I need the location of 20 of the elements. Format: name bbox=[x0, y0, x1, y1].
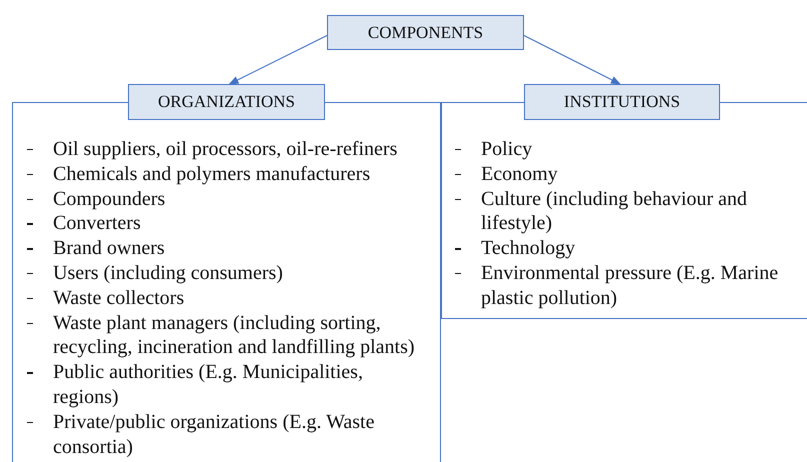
list-item-text: Technology bbox=[481, 236, 576, 261]
list-item-text: Oil suppliers, oil processors, oil-re-refiners bbox=[53, 137, 398, 162]
list-item-text: Brand owners bbox=[53, 236, 166, 261]
list-item-text: Waste plant managers (including sorting, recycling, incineration and landfilling plants) bbox=[53, 310, 416, 360]
list-item-text: Economy bbox=[481, 162, 559, 187]
list-item-text: Chemicals and polymers manufacturers bbox=[53, 162, 372, 187]
list-item-text: Culture (including behaviour and lifestyle) bbox=[481, 186, 748, 236]
arrow bbox=[524, 35, 621, 84]
list-item-text: Converters bbox=[53, 211, 142, 236]
arrow bbox=[228, 35, 328, 84]
list-item-text: Policy bbox=[481, 137, 534, 162]
list-item-text: Private/public organizations (E.g. Waste consortia) bbox=[53, 410, 376, 460]
heading-box: COMPONENTS bbox=[327, 15, 524, 50]
list-item-text: Public authorities (E.g. Municipalities, regions) bbox=[53, 360, 364, 410]
heading-box: ORGANIZATIONS bbox=[128, 84, 325, 120]
heading-box: INSTITUTIONS bbox=[524, 84, 720, 120]
list-item-text: Environmental pressure (E.g. Marine plastic pollution) bbox=[481, 260, 780, 311]
list-item-text: Waste collectors bbox=[53, 286, 186, 311]
list-item-text: Compounders bbox=[53, 186, 166, 212]
list-item-text: Users (including consumers) bbox=[53, 260, 284, 286]
